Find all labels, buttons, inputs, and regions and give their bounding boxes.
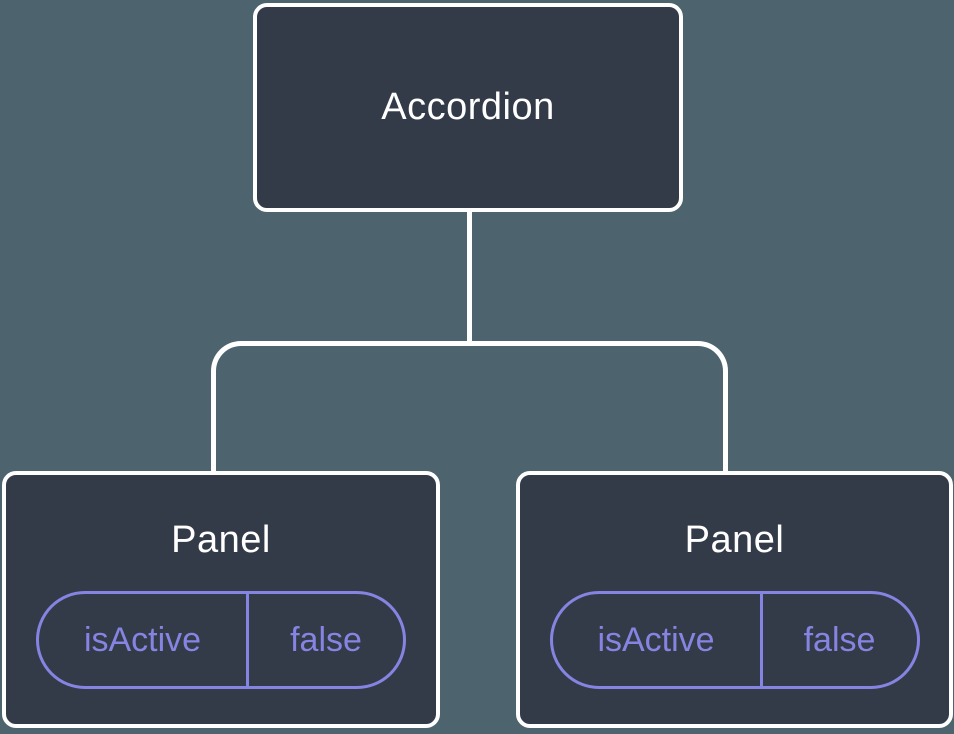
panel-title: Panel (684, 519, 785, 561)
state-pill: isActive false (36, 591, 406, 689)
state-value-label: false (290, 620, 362, 659)
panel-title: Panel (171, 519, 271, 561)
panel-node-left: Panel isActive false (2, 471, 440, 728)
state-pill: isActive false (549, 591, 920, 689)
connector-stem (467, 210, 472, 343)
state-value-label: false (803, 620, 876, 659)
accordion-node: Accordion (253, 3, 683, 212)
accordion-node-label: Accordion (381, 86, 555, 128)
state-key-label: isActive (39, 594, 250, 686)
panel-node-right: Panel isActive false (516, 471, 953, 728)
state-key-label: isActive (553, 594, 763, 686)
connector-bracket (211, 341, 728, 471)
